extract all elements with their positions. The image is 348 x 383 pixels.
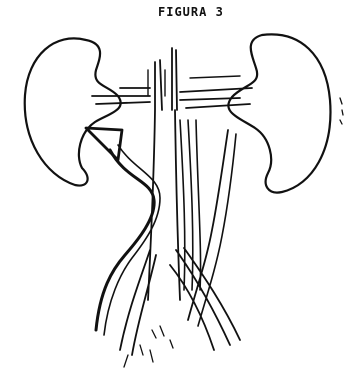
aorta-right-wall xyxy=(172,48,180,300)
right-edge-marks xyxy=(340,98,343,124)
left-iliac-vessels xyxy=(120,250,156,355)
figure-title: FIGURA 3 xyxy=(158,5,224,19)
vena-cava xyxy=(180,120,201,290)
hatch-marks xyxy=(124,326,173,367)
left-renal-pelvis xyxy=(86,128,122,160)
left-kidney xyxy=(25,38,121,185)
right-kidney xyxy=(228,34,330,192)
